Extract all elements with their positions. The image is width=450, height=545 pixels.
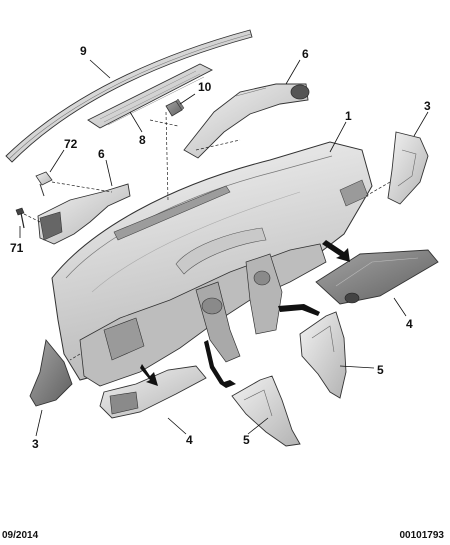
part-4-lower-trim-right <box>315 249 439 305</box>
part-72-clip <box>35 171 53 197</box>
callout-6-top: 6 <box>302 47 309 61</box>
callout-72: 72 <box>64 137 78 151</box>
callout-9: 9 <box>80 44 87 58</box>
part-3-end-cap-right <box>387 131 429 205</box>
leader-lines <box>19 59 429 437</box>
callout-5-bottom: 5 <box>243 433 250 447</box>
callout-5-right: 5 <box>377 363 384 377</box>
part-5-console-panel-lower <box>231 375 301 447</box>
part-9-windscreen-trim <box>5 29 253 163</box>
dashed-guide-lines <box>23 111 391 361</box>
callout-71: 71 <box>10 241 24 255</box>
arrow-to-part-4-left <box>140 364 158 386</box>
arrow-to-part-5-lower <box>204 340 236 388</box>
part-3-end-cap-left <box>29 338 73 407</box>
assembly-arrows <box>140 240 350 388</box>
arrow-to-part-4-right <box>322 240 350 262</box>
callout-4-right: 4 <box>406 317 413 331</box>
callout-8: 8 <box>139 133 146 147</box>
footer-reference-number: 00101793 <box>399 530 445 541</box>
part-8-defrost-grille <box>87 63 213 129</box>
part-71-screw <box>15 207 25 229</box>
callout-6-left: 6 <box>98 147 105 161</box>
callout-3-top: 3 <box>424 99 431 113</box>
part-6-air-duct-right <box>183 83 310 159</box>
callout-10: 10 <box>198 80 212 94</box>
part-1-dashboard <box>51 141 373 387</box>
callout-1: 1 <box>345 109 352 123</box>
part-6-air-duct-left <box>37 183 131 245</box>
footer-date: 09/2014 <box>2 530 39 541</box>
callout-3-left: 3 <box>32 437 39 451</box>
part-10-fastener <box>165 98 185 117</box>
part-5-console-panel-right <box>299 311 347 399</box>
callout-4-bottom: 4 <box>186 433 193 447</box>
arrow-to-part-5-right <box>278 304 320 316</box>
callout-labels: 9 10 8 6 1 3 72 6 71 4 5 5 4 3 <box>10 44 431 451</box>
